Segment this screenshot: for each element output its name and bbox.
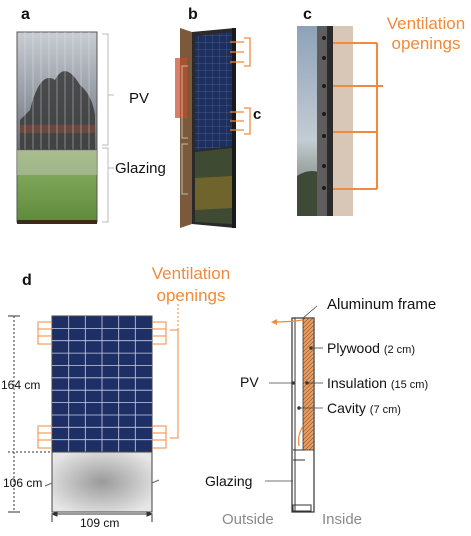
panel-letter-a: a bbox=[21, 6, 30, 23]
label-insulation: Insulation (15 cm) bbox=[327, 375, 428, 391]
label-cavity-text: Cavity bbox=[327, 400, 366, 416]
label-plywood: Plywood (2 cm) bbox=[327, 340, 415, 356]
facade-front-view bbox=[8, 304, 179, 522]
panel-a-photo bbox=[16, 31, 114, 224]
panel-letter-d: d bbox=[22, 272, 32, 289]
glazing-area bbox=[51, 451, 153, 513]
label-plywood-thk: (2 cm) bbox=[383, 344, 415, 356]
label-glazing-a: Glazing bbox=[115, 160, 166, 177]
label-inside: Inside bbox=[322, 511, 363, 528]
vent-title-c-2: openings bbox=[391, 34, 461, 53]
panel-c-photo bbox=[297, 26, 383, 216]
label-insulation-thk: (15 cm) bbox=[390, 379, 429, 391]
insulation-layer bbox=[302, 317, 315, 451]
panel-b-photo bbox=[170, 28, 260, 228]
panel-letter-c: c bbox=[303, 6, 312, 23]
vent-title-d-2: openings bbox=[156, 286, 226, 305]
label-cavity: Cavity (7 cm) bbox=[327, 400, 401, 416]
vent-title-c-1: Ventilation bbox=[386, 14, 466, 33]
dim-pv-height: 164 cm bbox=[1, 378, 41, 392]
label-pv-a: PV bbox=[129, 90, 150, 107]
callout-c: c bbox=[253, 106, 262, 123]
label-insulation-text: Insulation bbox=[327, 375, 387, 391]
label-plywood-text: Plywood bbox=[327, 340, 380, 356]
facade-cross-section bbox=[265, 305, 323, 513]
label-outside: Outside bbox=[222, 511, 274, 528]
dim-glazing-height: 106 cm bbox=[3, 476, 43, 490]
panel-letter-b: b bbox=[188, 6, 198, 23]
label-aluminum-frame: Aluminum frame bbox=[327, 296, 437, 313]
dim-width: 109 cm bbox=[80, 516, 120, 530]
label-pv-section: PV bbox=[240, 374, 259, 390]
vent-title-d-1: Ventilation bbox=[151, 264, 231, 283]
label-cavity-thk: (7 cm) bbox=[369, 404, 401, 416]
label-glazing-section: Glazing bbox=[205, 473, 253, 489]
